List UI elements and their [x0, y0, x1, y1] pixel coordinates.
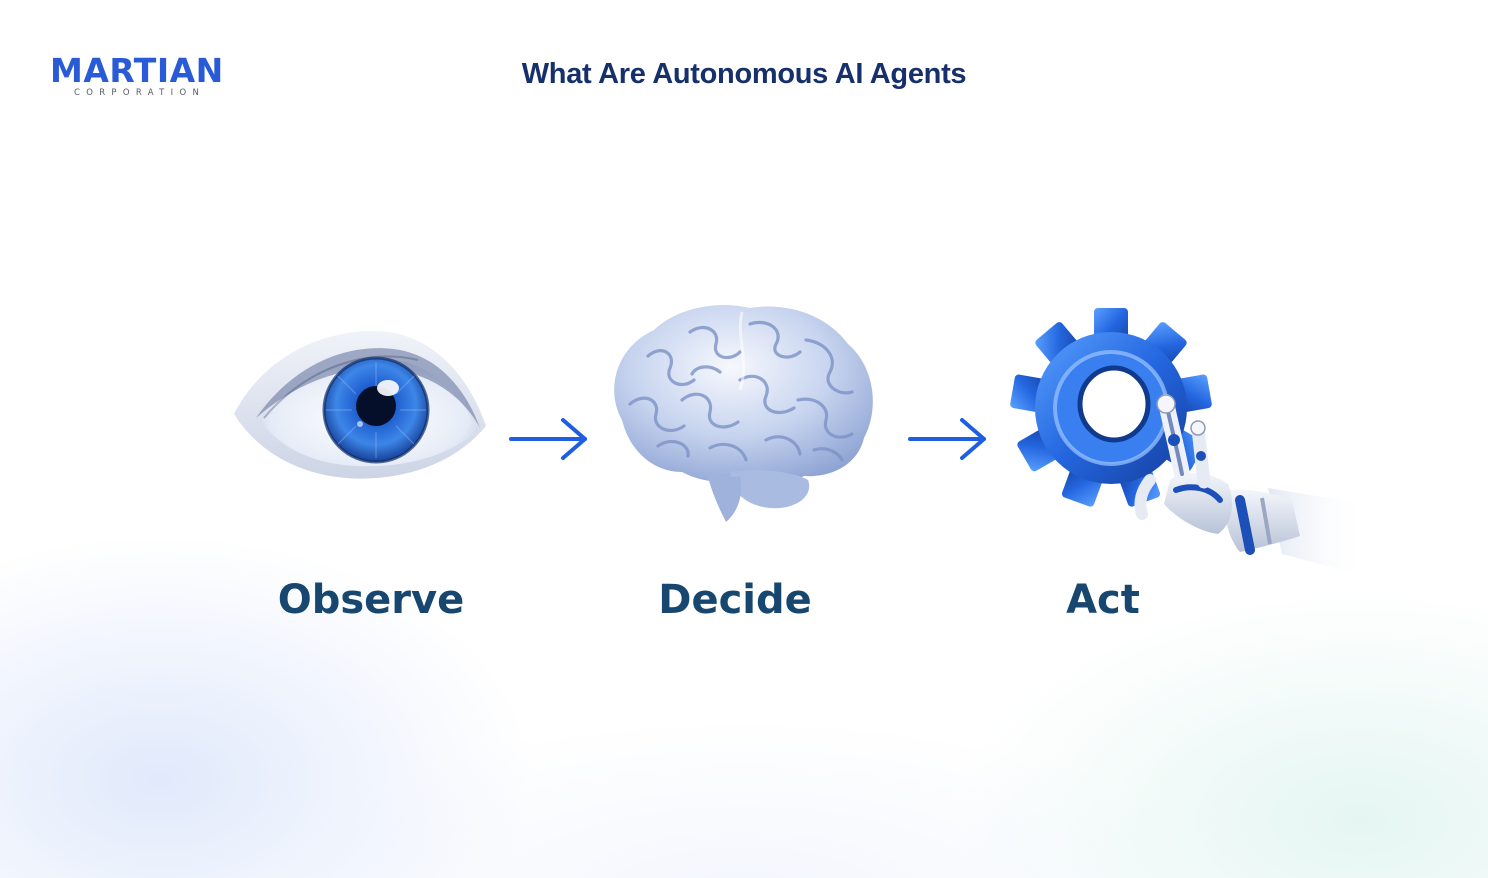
arrow-right-icon — [509, 418, 587, 460]
step-label-decide: Decide — [658, 577, 812, 623]
brain-icon — [614, 304, 873, 522]
page-title: What Are Autonomous AI Agents — [521, 58, 967, 90]
step-label-observe: Observe — [277, 577, 465, 623]
step-label-act: Act — [1066, 577, 1140, 623]
arrow-right-icon — [908, 418, 986, 460]
logo-subtitle: CORPORATION — [74, 88, 206, 98]
robot-hand-gear-icon — [1010, 308, 1366, 576]
martian-logo: MARTIAN CORPORATION — [50, 54, 250, 104]
eye-icon — [234, 331, 486, 479]
logo-wordmark: MARTIAN — [50, 51, 224, 90]
